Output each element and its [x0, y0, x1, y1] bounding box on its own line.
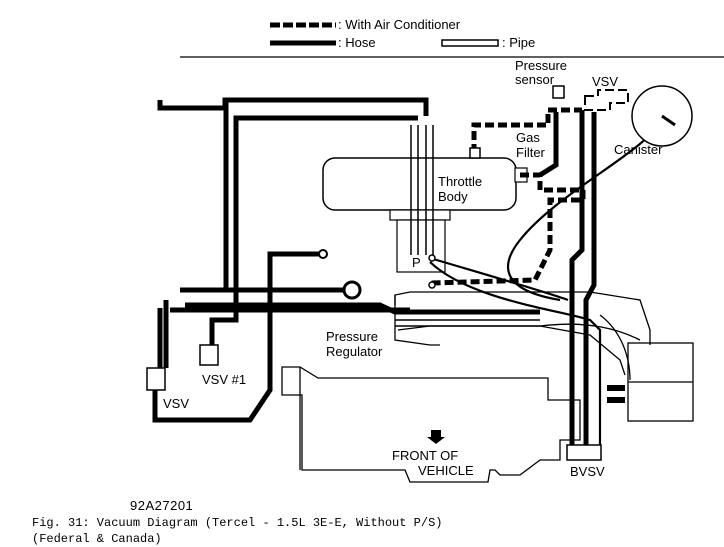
labels: Pressure sensor VSV Canister Gas Filter … [163, 58, 663, 479]
caption: 92A27201 Fig. 31: Vacuum Diagram (Tercel… [32, 498, 442, 546]
pressure-regulator-label-2: Regulator [326, 344, 383, 359]
vsv-left-label: VSV [163, 396, 189, 411]
legend: : With Air Conditioner : Hose : Pipe [180, 17, 724, 58]
hose-lower-loop [152, 251, 320, 423]
bvsv [566, 444, 602, 461]
vacuum-port-ring [342, 280, 362, 300]
legend-pipe-label: : Pipe [502, 35, 535, 50]
hose-gas-filter [538, 112, 559, 178]
front-arrow [427, 430, 445, 444]
figure-caption-line-1: Fig. 31: Vacuum Diagram (Tercel - 1.5L 3… [32, 516, 442, 530]
p-port-label: P [412, 255, 421, 270]
gas-filter-label-2: Filter [516, 145, 546, 160]
legend-ac-label: : With Air Conditioner [338, 17, 461, 32]
figure-code: 92A27201 [130, 498, 193, 513]
vsv1-label: VSV #1 [202, 372, 246, 387]
vsv-top-label: VSV [592, 74, 618, 89]
front-of-vehicle-label-2: VEHICLE [418, 463, 474, 478]
ac-line-top [471, 107, 582, 153]
ac-line-vsv-top [584, 89, 629, 111]
pipes [395, 125, 540, 327]
pressure-sensor-label-2: sensor [515, 72, 555, 87]
canister-label: Canister [614, 142, 663, 157]
ac-lines [429, 89, 629, 286]
front-of-vehicle-label-1: FRONT OF [392, 448, 458, 463]
legend-hose-label: : Hose [338, 35, 376, 50]
hose-vsv1 [209, 115, 418, 345]
thin-lines [429, 117, 664, 448]
throttle-body-label-2: Body [438, 189, 468, 204]
pressure-sensor-label-1: Pressure [515, 58, 567, 73]
legend-pipe-swatch [441, 39, 499, 47]
pressure-regulator-label-1: Pressure [326, 329, 378, 344]
hoses [152, 97, 597, 445]
figure-caption-line-2: (Federal & Canada) [32, 532, 162, 546]
gas-filter-label-1: Gas [516, 130, 540, 145]
throttle-body: Throttle Body [322, 157, 528, 273]
vsv-left [146, 367, 166, 391]
hose-bvsv [569, 110, 585, 445]
throttle-body-label-1: Throttle [438, 174, 482, 189]
vsv-1 [199, 344, 219, 366]
bvsv-label: BVSV [570, 464, 605, 479]
engine-block [281, 366, 581, 483]
hose-vsv-left [157, 97, 429, 116]
pressure-sensor [552, 85, 565, 99]
components [146, 85, 693, 461]
air-intake-duct [394, 291, 651, 345]
